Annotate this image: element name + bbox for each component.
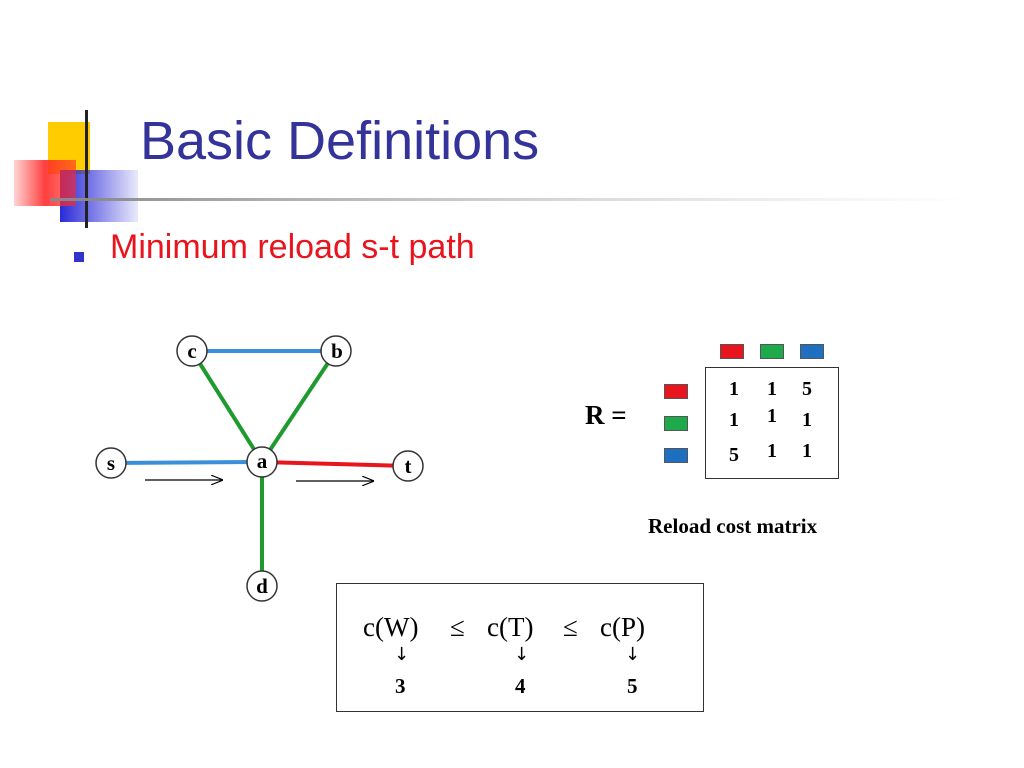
col-swatch-red [720,344,744,359]
matrix-cell: 1 [729,409,739,431]
node-t: t [392,450,424,482]
matrix-cell: 1 [767,440,777,462]
col-swatch-green [760,344,784,359]
node-b: b [320,335,352,367]
node-label-b: b [331,339,343,363]
edge-c-a [190,349,264,464]
down-arrow-icon: ↓ [514,644,530,665]
node-s: s [95,447,127,479]
node-a: a [246,446,278,478]
matrix-cell: 1 [767,405,777,427]
matrix-cell: 5 [802,378,812,400]
reload-cost-matrix [705,367,839,479]
edge-a-t [261,460,409,468]
row-swatch-blue [664,448,688,463]
matrix-cell: 1 [729,378,739,400]
bullet-text: Minimum reload s-t path [110,228,475,266]
matrix-label: R = [585,400,627,430]
matrix-cell: 1 [802,409,812,431]
node-label-s: s [107,451,115,475]
matrix-cell: 5 [729,444,739,466]
node-d: d [246,570,278,602]
term-cw: c(W) [363,612,419,642]
value-ct: 4 [515,674,526,698]
edge-s-a [110,460,263,465]
node-label-a: a [257,449,268,473]
page-title: Basic Definitions [140,111,540,171]
title-decoration [14,110,970,228]
leq-symbol: ≤ [563,612,578,642]
term-cp: c(P) [600,612,645,642]
edge-b-a [260,349,338,464]
value-cp: 5 [627,674,638,698]
matrix-cell: 1 [767,378,777,400]
term-ct: c(T) [487,612,534,642]
leq-symbol: ≤ [450,612,465,642]
inequality-box [336,583,704,712]
node-label-d: d [256,574,268,598]
col-swatch-blue [800,344,824,359]
row-swatch-red [664,384,688,399]
row-swatch-green [664,416,688,431]
value-cw: 3 [395,674,406,698]
bullet-marker [74,252,84,262]
down-arrow-icon: ↓ [625,644,641,665]
matrix-cell: 1 [802,440,812,462]
matrix-caption: Reload cost matrix [648,514,818,538]
node-c: c [176,335,208,367]
node-label-c: c [187,339,196,363]
node-label-t: t [405,454,412,478]
down-arrow-icon: ↓ [394,644,410,665]
